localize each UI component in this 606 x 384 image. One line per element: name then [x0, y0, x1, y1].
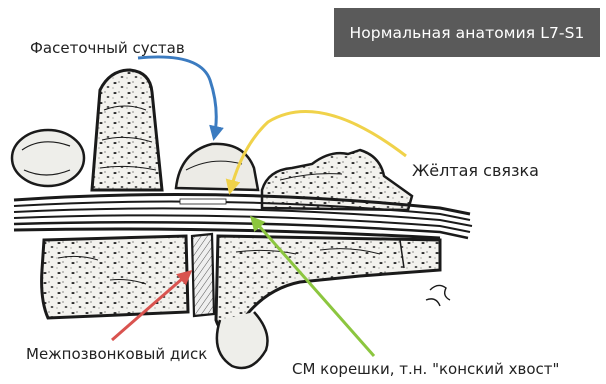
intervertebral-disc-shape — [192, 234, 214, 316]
spinous-process — [92, 70, 162, 190]
diagram-title: Нормальная анатомия L7-S1 — [334, 8, 600, 57]
ligamentum-flavum-label: Жёлтая связка — [412, 163, 539, 179]
intervertebral-disc-label: Межпозвонковый диск — [26, 347, 207, 362]
facet-joint-label: Фасеточный сустав — [30, 41, 185, 56]
nerve-tufts — [426, 285, 450, 306]
cauda-equina-label: СМ корешки, т.н. "конский хвост" — [292, 362, 559, 377]
vertebral-body-l7 — [42, 236, 188, 318]
left-articular-process — [12, 130, 84, 186]
